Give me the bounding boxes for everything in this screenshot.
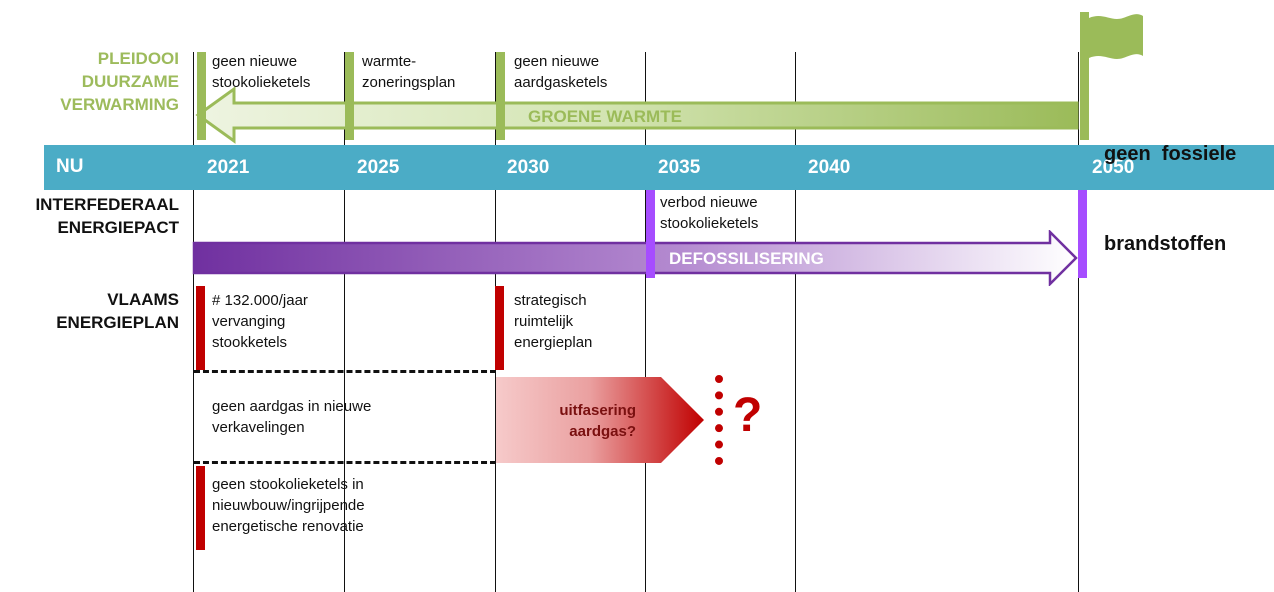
green-marker-2030 (496, 52, 505, 140)
gridline-2025 (344, 52, 345, 592)
green-arrow-label: GROENE WARMTE (528, 107, 682, 126)
purple-marker-2035 (646, 190, 655, 278)
year-label-2021: 2021 (207, 157, 250, 178)
dashed-line-top (194, 370, 496, 373)
purple-arrow (192, 230, 1078, 286)
gridline-2021 (193, 52, 194, 592)
pleidooi-event-2025: warmte- zoneringsplan (362, 53, 456, 91)
vlaams-event-2030: strategisch ruimtelijk energieplan (514, 292, 593, 351)
year-label-2050: 2050 (1092, 157, 1135, 178)
vlaams-event-box-middle: geen aardgas in nieuwe verkavelingen (212, 398, 372, 436)
green-arrow (195, 86, 1079, 144)
purple-arrow-label: DEFOSSILISERING (669, 249, 824, 268)
timeline-start-label: NU (56, 156, 84, 177)
red-marker-bottom (196, 466, 205, 550)
vlaams-event-2021: # 132.000/jaar vervanging stookketels (212, 292, 308, 351)
row-label-pleidooi: PLEIDOOI DUURZAME VERWARMING (60, 49, 179, 114)
phaseout-label: uitfasering aardgas? (559, 402, 636, 440)
year-label-2025: 2025 (357, 157, 400, 178)
pleidooi-event-2050: geen fossiele brandstoffen (1104, 143, 1237, 255)
red-marker-2030 (495, 286, 504, 370)
dotted-red-line (715, 375, 723, 465)
gridline-2050 (1078, 52, 1079, 592)
timeline-band (44, 145, 1274, 190)
pact-event-2035: verbod nieuwe stookolieketels (660, 194, 759, 232)
purple-marker-2050 (1078, 190, 1087, 278)
red-marker-2021 (196, 286, 205, 370)
year-label-2035: 2035 (658, 157, 701, 178)
pleidooi-event-2030: geen nieuwe aardgasketels (514, 53, 608, 91)
row-label-interfederaal: INTERFEDERAAL ENERGIEPACT (35, 195, 179, 237)
gridline-2035 (645, 52, 646, 592)
year-label-2030: 2030 (507, 157, 550, 178)
row-label-vlaams: VLAAMS ENERGIEPLAN (56, 290, 179, 332)
gridline-2040 (795, 52, 796, 592)
green-marker-2025 (345, 52, 354, 140)
green-marker-2021 (197, 52, 206, 140)
vlaams-event-box-bottom: geen stookolieketels in nieuwbouw/ingrij… (212, 476, 365, 535)
pleidooi-event-2021: geen nieuwe stookolieketels (212, 53, 311, 91)
phaseout-arrow (496, 377, 704, 463)
flag-icon (1089, 14, 1143, 59)
green-marker-2050 (1080, 12, 1089, 140)
dashed-line-bottom (194, 461, 496, 464)
question-mark: ? (733, 389, 763, 442)
year-label-2040: 2040 (808, 157, 851, 178)
